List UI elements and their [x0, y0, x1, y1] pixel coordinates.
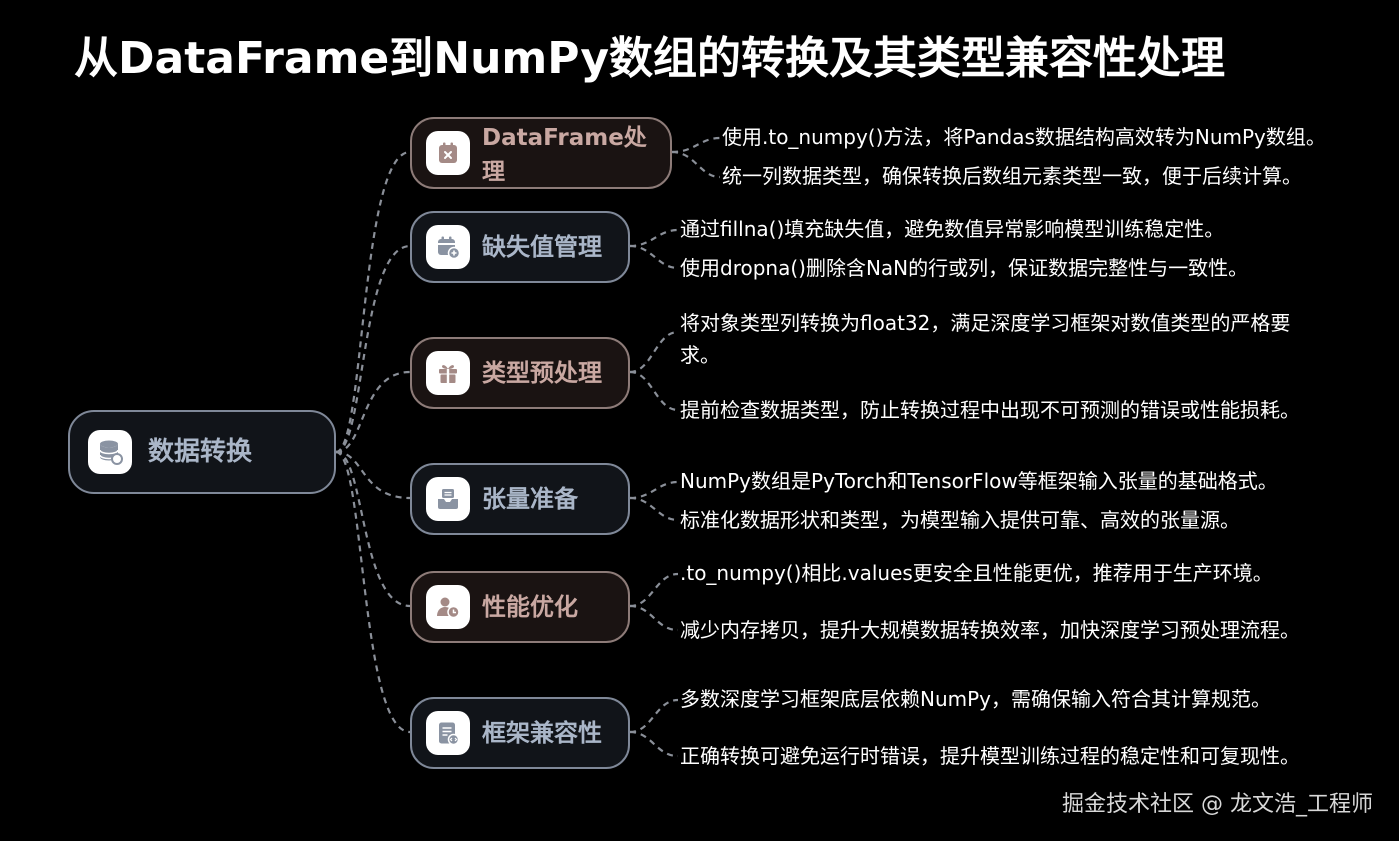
root-node[interactable]: 数据转换 [68, 410, 336, 494]
root-label: 数据转换 [148, 437, 253, 467]
connector-b5-leaf-1 [629, 730, 679, 758]
connector-b4-leaf-1 [629, 604, 679, 632]
page-title: 从DataFrame到NumPy数组的转换及其类型兼容性处理 [74, 33, 1226, 84]
connector-b0-leaf-0 [671, 136, 721, 154]
calendar-x-icon [426, 131, 470, 175]
branch-node-dataframe[interactable]: DataFrame处理 [410, 117, 672, 189]
connector-b1-leaf-0 [629, 228, 679, 248]
leaf-text: 标准化数据形状和类型，为模型输入提供可靠、高效的张量源。 [680, 508, 1240, 532]
leaf-text: 多数深度学习框架底层依赖NumPy，需确保输入符合其计算规范。 [680, 687, 1272, 711]
inbox-tray-icon [426, 477, 470, 521]
branch-label: 张量准备 [482, 485, 578, 513]
branch-node-framework-compat[interactable]: 框架兼容性 [410, 697, 630, 769]
branch-label: DataFrame处理 [482, 125, 647, 185]
gift-icon [426, 351, 470, 395]
leaf-text: 减少内存拷贝，提升大规模数据转换效率，加快深度学习预处理流程。 [680, 618, 1300, 642]
connector-root-branch-3 [335, 450, 411, 500]
document-code-icon [426, 711, 470, 755]
database-icon [88, 430, 132, 474]
connector-b3-leaf-0 [629, 480, 679, 500]
leaf-text: NumPy数组是PyTorch和TensorFlow等框架输入张量的基础格式。 [680, 469, 1278, 493]
connector-b3-leaf-1 [629, 496, 679, 522]
watermark: 掘金技术社区 @ 龙文浩_工程师 [1062, 792, 1373, 817]
connector-b2-leaf-0 [629, 330, 679, 374]
branch-node-missing-values[interactable]: 缺失值管理 [410, 211, 630, 283]
branch-label: 性能优化 [482, 593, 578, 621]
connector-b1-leaf-1 [629, 244, 679, 270]
leaf-text: 提前检查数据类型，防止转换过程中出现不可预测的错误或性能损耗。 [680, 398, 1300, 422]
leaf-text: 将对象类型列转换为float32，满足深度学习框架对数值类型的严格要求。 [680, 311, 1291, 367]
branch-label: 框架兼容性 [482, 719, 602, 747]
connector-root-branch-2 [335, 370, 411, 454]
branch-node-performance[interactable]: 性能优化 [410, 571, 630, 643]
branch-label: 缺失值管理 [482, 233, 602, 261]
user-clock-icon [426, 585, 470, 629]
connector-root-branch-0 [335, 150, 411, 454]
connector-root-branch-5 [335, 450, 411, 734]
branch-label: 类型预处理 [482, 359, 602, 387]
leaf-text: 使用dropna()删除含NaN的行或列，保证数据完整性与一致性。 [680, 256, 1249, 280]
leaf-text: 统一列数据类型，确保转换后数组元素类型一致，便于后续计算。 [722, 164, 1302, 188]
calendar-add-icon [426, 225, 470, 269]
connector-b0-leaf-1 [671, 150, 721, 179]
leaf-text: .to_numpy()相比.values更安全且性能更优，推荐用于生产环境。 [680, 561, 1273, 585]
leaf-text: 正确转换可避免运行时错误，提升模型训练过程的稳定性和可复现性。 [680, 744, 1300, 768]
connector-b4-leaf-0 [629, 572, 679, 608]
branch-node-tensor-prep[interactable]: 张量准备 [410, 463, 630, 535]
leaf-text: 通过fillna()填充缺失值，避免数值异常影响模型训练稳定性。 [680, 217, 1225, 241]
connector-b5-leaf-0 [629, 698, 679, 734]
connector-b2-leaf-1 [629, 370, 679, 412]
branch-node-type-preprocessing[interactable]: 类型预处理 [410, 337, 630, 409]
connector-root-branch-4 [335, 450, 411, 608]
leaf-text: 使用.to_numpy()方法，将Pandas数据结构高效转为NumPy数组。 [722, 125, 1326, 149]
connector-root-branch-1 [335, 244, 411, 454]
